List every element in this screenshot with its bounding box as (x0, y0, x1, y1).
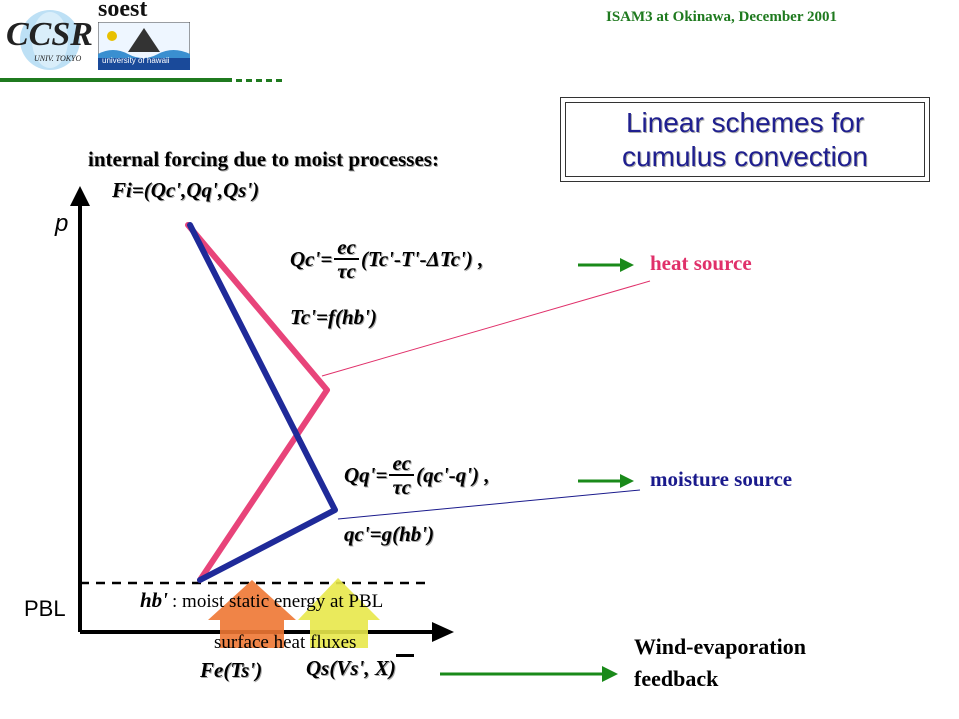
qs-formula: Qs(Vs', X) (306, 656, 396, 680)
yellow-flux-arrow (298, 578, 380, 648)
moisture-source-arrowhead (620, 474, 634, 488)
ccsr-logo-graphic (20, 10, 80, 70)
soest-logo-subtext: university of hawaii (102, 56, 170, 65)
ccsr-logo-text: CCSR (6, 16, 93, 53)
qcg-equation: qc'=g(hb') (344, 522, 435, 546)
orange-flux-arrow (208, 580, 296, 648)
qq-equation: Qq'= ec τc (qc'-q') , (344, 452, 490, 498)
tc-equation: Tc'=f(hb') (290, 305, 378, 329)
qq-denominator: τc (392, 475, 412, 499)
pbl-label: PBL (24, 596, 66, 621)
hb-symbol: hb' (140, 588, 169, 612)
surface-fluxes-label: surface heat fluxes (214, 632, 357, 653)
qc-denominator: τc (337, 259, 356, 283)
y-axis-label: p (55, 210, 69, 237)
soest-logo-text: soest (98, 0, 148, 22)
hb-description: hb' : moist static energy at PBL (140, 588, 383, 613)
forcing-formula: Fi=(Qc',Qq',Qs') (112, 178, 260, 202)
moisture-source-connector (337, 489, 641, 520)
title-line-2: cumulus convection (622, 140, 868, 172)
qq-numerator: ec (389, 452, 415, 476)
title-line-1: Linear schemes for (625, 106, 865, 138)
header-title: ISAM3 at Okinawa, December 2001 (606, 9, 837, 25)
forcing-heading: internal forcing due to moist processes: (88, 147, 439, 171)
wind-evap-arrowhead (602, 666, 618, 682)
qc-rhs: (Tc'-T'-ΔTc') , (360, 246, 484, 271)
hb-text: : moist static energy at PBL (172, 591, 384, 612)
moisture-source-label: moisture source (650, 467, 793, 491)
heat-source-profile (185, 222, 330, 583)
qc-fraction: ec τc (334, 236, 359, 282)
qc-equation: Qc'= ec τc (Tc'-T'-ΔTc') , (290, 236, 483, 282)
moisture-source-profile (187, 222, 338, 583)
y-axis-arrowhead (70, 186, 90, 206)
fe-formula: Fe(Ts') (200, 658, 263, 682)
heat-source-arrowhead (620, 258, 634, 272)
heat-source-label: heat source (650, 251, 752, 275)
soest-logo: soest university of hawaii (96, 0, 192, 72)
qq-fraction: ec τc (389, 452, 415, 499)
x-overbar (396, 654, 414, 657)
x-axis-arrowhead (432, 622, 454, 642)
qc-lhs: Qc'= (290, 246, 333, 271)
qq-rhs: (qc'-q') , (416, 462, 490, 487)
qc-numerator: ec (334, 236, 359, 260)
qq-lhs: Qq'= (344, 462, 388, 487)
wind-evap-label-line1: Wind-evaporation (634, 634, 806, 659)
title-box-inner: Linear schemes for cumulus convection (565, 102, 925, 177)
ccsr-logo-subtext: UNIV. TOKYO (34, 54, 82, 63)
ccsr-logo: CCSR UNIV. TOKYO (6, 4, 94, 72)
soest-logo-graphic (98, 22, 190, 70)
title-box: Linear schemes for cumulus convection (560, 97, 930, 182)
wind-evap-label-line2: feedback (634, 666, 719, 691)
heat-source-connector (321, 280, 651, 377)
header-divider (0, 78, 282, 82)
